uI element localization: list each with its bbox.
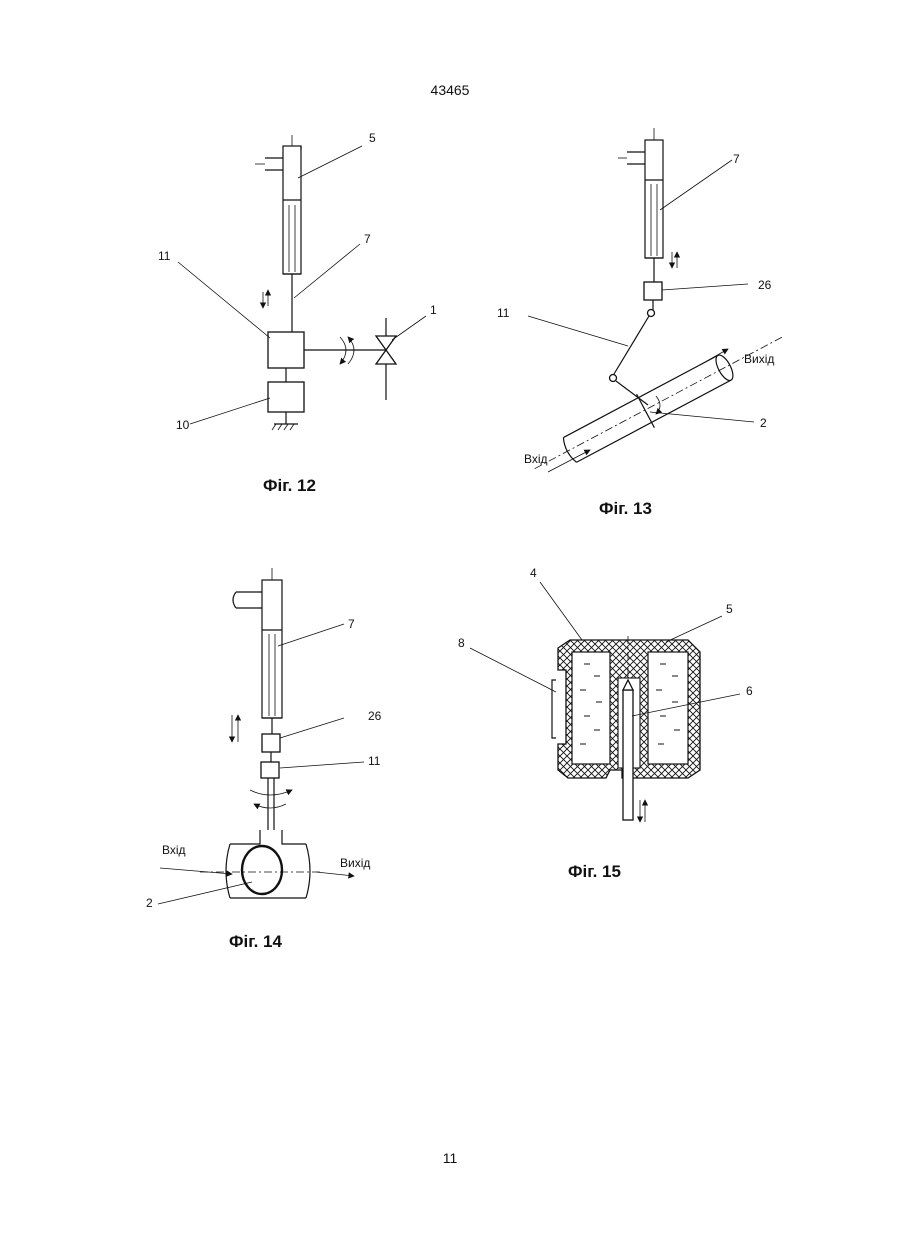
label-6: 6 — [746, 684, 753, 698]
page-number: 11 — [0, 1150, 900, 1166]
label-5: 5 — [726, 602, 733, 616]
winding-4-left — [572, 652, 610, 764]
label-4: 4 — [530, 566, 537, 580]
winding-4-right — [648, 652, 688, 764]
figure-15-title: Фіг. 15 — [568, 862, 621, 882]
label-8: 8 — [458, 636, 465, 650]
plate-8 — [552, 680, 556, 738]
